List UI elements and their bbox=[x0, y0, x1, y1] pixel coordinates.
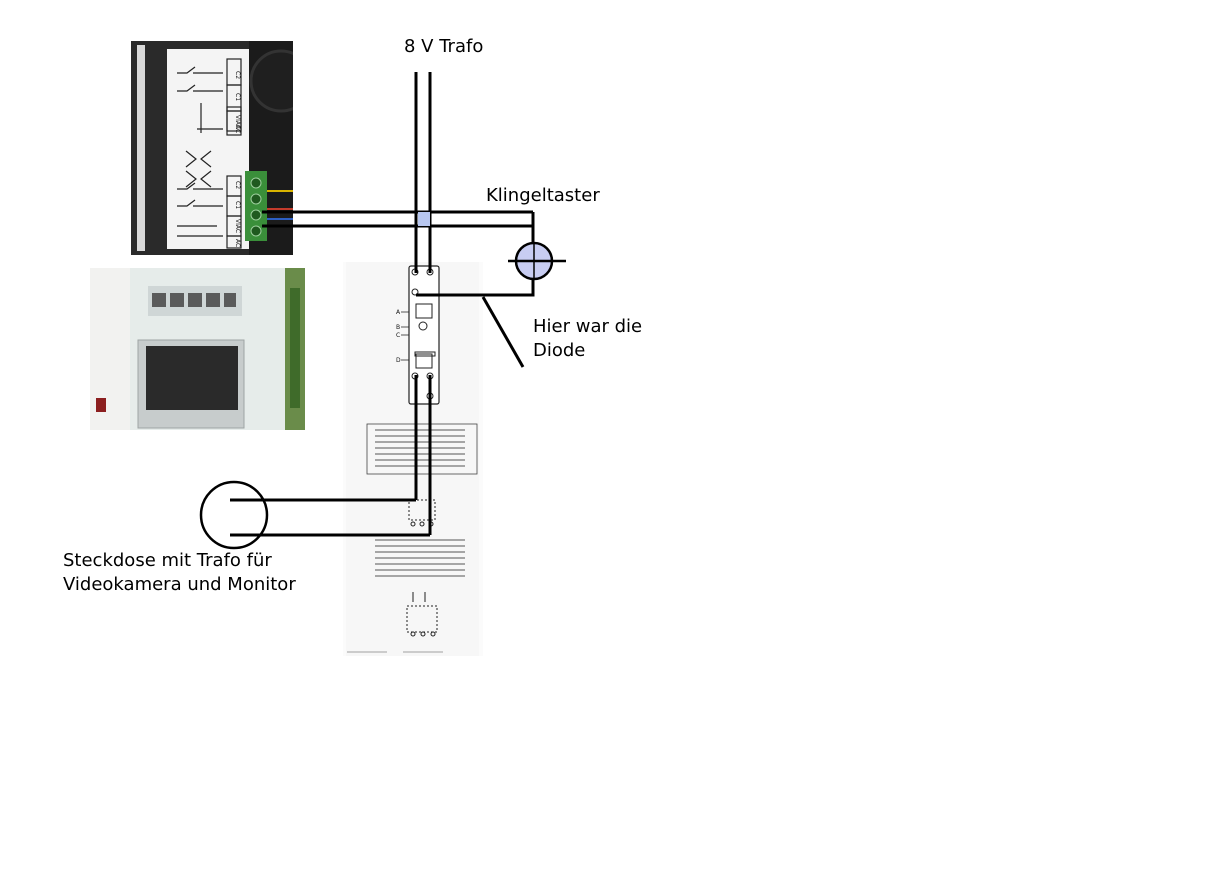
terminal-label-viac-bottom: VIAC bbox=[234, 219, 241, 233]
diode-pointer-line bbox=[481, 296, 525, 368]
terminal-label-c1-top: C1 bbox=[234, 93, 241, 101]
terminal-label-ac-top: AC bbox=[234, 125, 241, 133]
relay-label-b: B bbox=[396, 324, 400, 331]
trafo-label: 8 V Trafo bbox=[404, 36, 484, 57]
diode-label: Hier war die Diode bbox=[533, 316, 643, 361]
klingeltaster-label: Klingeltaster bbox=[486, 185, 600, 206]
terminal-label-c1-bottom: C1 bbox=[234, 201, 241, 209]
monitor-photo bbox=[90, 268, 305, 430]
terminal-label-ac-bottom: AC bbox=[234, 239, 241, 247]
relay-wiring-scan: A B C D bbox=[343, 262, 483, 656]
bell-return-wire bbox=[416, 280, 535, 297]
terminal-label-c2-bottom: C2 bbox=[234, 181, 241, 189]
bell-button-symbol bbox=[508, 241, 566, 281]
relay-label-a: A bbox=[396, 309, 401, 316]
terminal-label-c2-top: C2 bbox=[234, 71, 241, 79]
socket-symbol bbox=[199, 480, 269, 550]
steckdose-label: Steckdose mit Trafo für Videokamera und … bbox=[63, 550, 296, 595]
terminal-label-viac-top: VIAC bbox=[234, 115, 241, 129]
relay-label-d: D bbox=[396, 357, 401, 364]
terminal-block-photo: C2 C1 VIAC AC C2 C1 VIAC AC bbox=[131, 41, 293, 255]
relay-label-c: C bbox=[396, 332, 400, 339]
wire-crossing-highlight bbox=[418, 212, 430, 226]
